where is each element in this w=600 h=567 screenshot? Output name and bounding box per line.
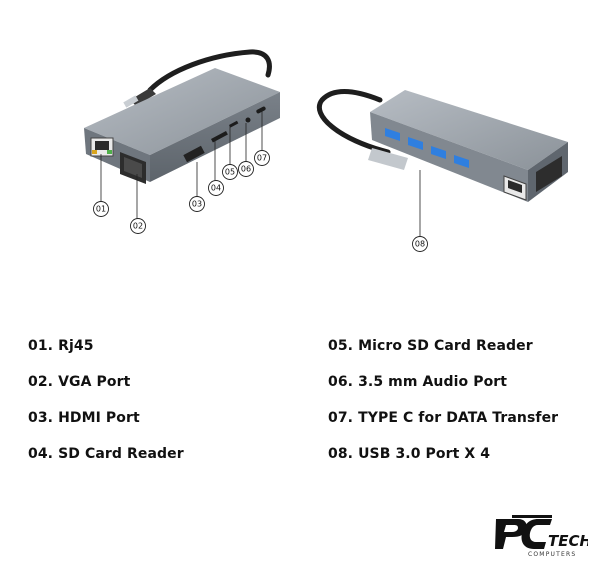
hub-left-view xyxy=(84,49,280,218)
callout-06: 06 xyxy=(238,161,254,177)
brand-subtitle: COMPUTERS xyxy=(528,551,576,558)
callout-05: 05 xyxy=(222,164,238,180)
svg-text:02: 02 xyxy=(133,222,143,231)
product-illustration: 01 02 03 04 05 06 07 08 xyxy=(84,49,568,252)
callout-01: 01 xyxy=(93,201,109,217)
port-item-type-c: 07. TYPE C for DATA Transfer xyxy=(328,410,559,426)
svg-text:06: 06 xyxy=(241,165,251,174)
port-item-hdmi: 03. HDMI Port xyxy=(28,410,140,426)
rj45-port xyxy=(90,137,114,157)
brand-name: TECH xyxy=(548,532,588,550)
brand-logo: TECH COMPUTERS xyxy=(495,515,588,558)
port-item-usb: 08. USB 3.0 Port X 4 xyxy=(328,446,491,462)
port-item-sd: 04. SD Card Reader xyxy=(28,446,184,462)
callout-markers: 01 02 03 04 05 06 07 08 xyxy=(93,150,428,252)
svg-text:03: 03 xyxy=(192,200,202,209)
audio-jack xyxy=(245,117,251,123)
callout-03: 03 xyxy=(189,196,205,212)
callout-02: 02 xyxy=(130,218,146,234)
port-item-rj45: 01. Rj45 xyxy=(28,338,94,354)
usb-ports xyxy=(385,128,469,168)
usb-c-cable-right xyxy=(316,89,391,155)
svg-text:01: 01 xyxy=(96,205,106,214)
hub-right-front xyxy=(370,112,528,202)
svg-text:07: 07 xyxy=(257,154,267,163)
callout-07: 07 xyxy=(254,150,270,166)
hub-left-top xyxy=(84,68,280,155)
vga-port xyxy=(120,152,146,184)
vga-port-right xyxy=(536,156,562,192)
callout-08: 08 xyxy=(412,236,428,252)
svg-text:08: 08 xyxy=(415,240,425,249)
hdmi-port xyxy=(183,145,205,163)
port-item-vga: 02. VGA Port xyxy=(28,374,131,390)
usb-c-plug-right xyxy=(368,148,408,170)
hub-right-view xyxy=(316,89,568,236)
port-item-micro-sd: 05. Micro SD Card Reader xyxy=(328,338,533,354)
rj45-port-right xyxy=(503,175,527,201)
usb-c-cable xyxy=(147,49,272,93)
svg-text:05: 05 xyxy=(225,168,235,177)
callout-04: 04 xyxy=(208,180,224,196)
micro-sd-slot xyxy=(228,120,239,128)
port-item-audio: 06. 3.5 mm Audio Port xyxy=(328,374,508,390)
pc-mark xyxy=(495,515,552,549)
hub-right-top xyxy=(370,90,568,170)
svg-text:04: 04 xyxy=(211,184,221,193)
type-c-port xyxy=(256,106,266,114)
